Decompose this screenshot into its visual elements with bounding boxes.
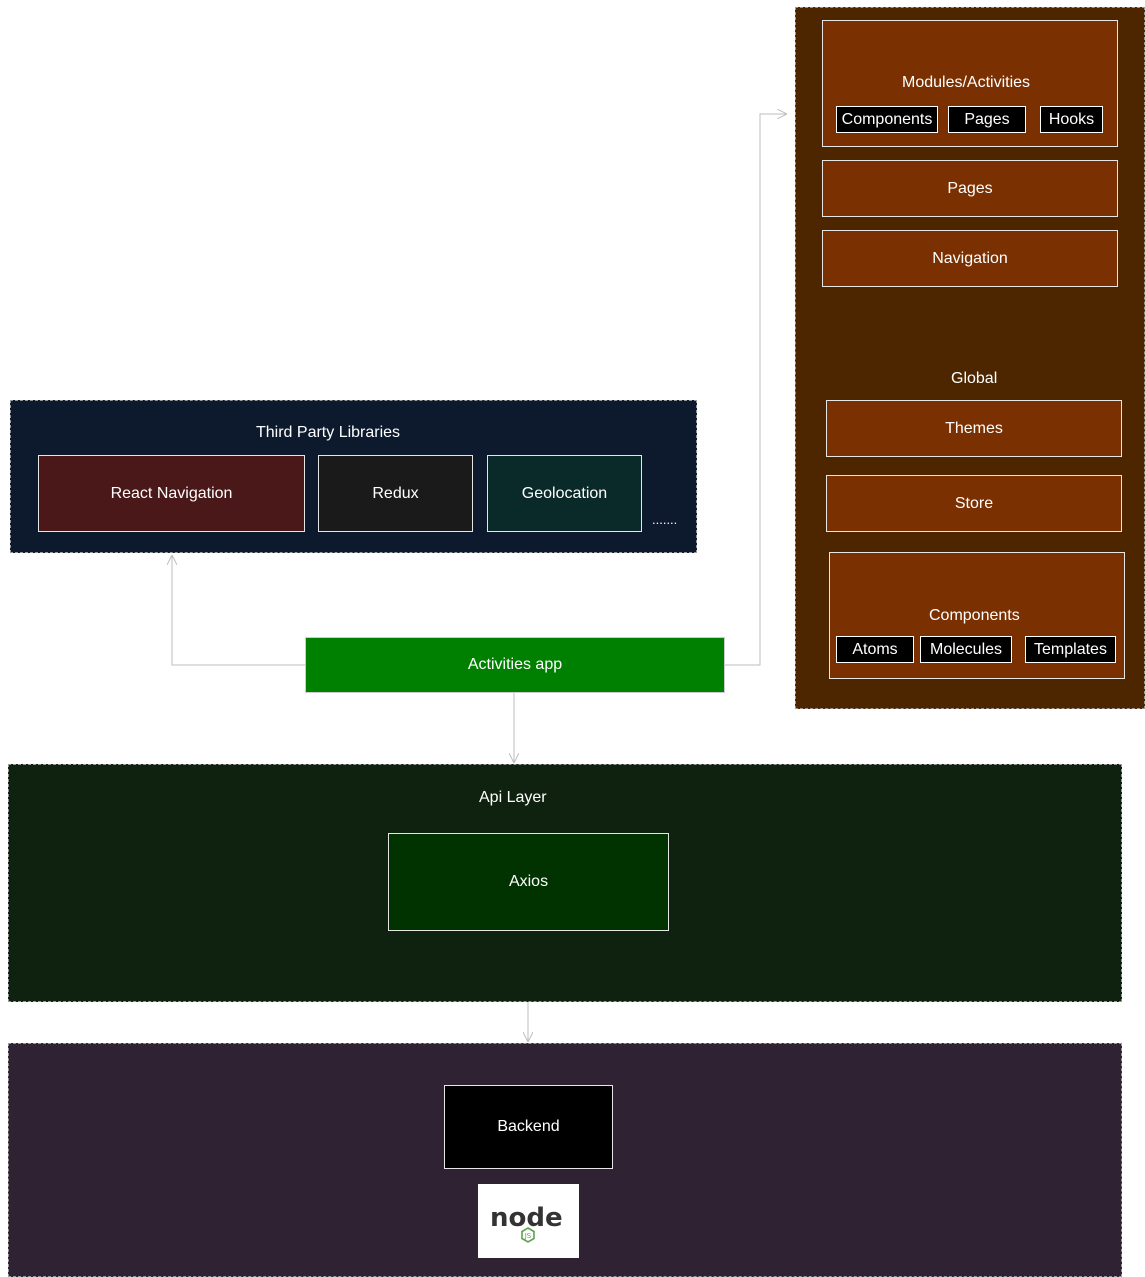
more-libraries-ellipsis: .......: [652, 512, 678, 527]
global-title: Global: [951, 370, 998, 387]
svg-text:JS: JS: [524, 1232, 532, 1240]
modules-components-chip[interactable]: Components: [836, 106, 938, 133]
geolocation-box[interactable]: Geolocation: [487, 455, 642, 532]
redux-box[interactable]: Redux: [318, 455, 473, 532]
modules-hooks-chip[interactable]: Hooks: [1040, 106, 1103, 133]
svg-text:node: node: [490, 1203, 563, 1233]
activities-app-box[interactable]: Activities app: [305, 637, 725, 693]
molecules-chip[interactable]: Molecules: [920, 636, 1012, 663]
axios-box[interactable]: Axios: [388, 833, 669, 931]
nodejs-logo-icon: node JS: [490, 1203, 563, 1243]
arrow-to-third-party: [172, 556, 305, 666]
modules-pages-chip[interactable]: Pages: [948, 106, 1026, 133]
third-party-title: Third Party Libraries: [256, 424, 401, 441]
react-navigation-box[interactable]: React Navigation: [38, 455, 305, 532]
global-components-title: Components: [929, 607, 1020, 624]
modules-activities-title: Modules/Activities: [902, 74, 1031, 91]
backend-box[interactable]: Backend: [444, 1085, 613, 1169]
arrow-to-right-panel: [725, 114, 786, 666]
themes-box[interactable]: Themes: [826, 400, 1122, 457]
atoms-chip[interactable]: Atoms: [836, 636, 914, 663]
navigation-box[interactable]: Navigation: [822, 230, 1118, 287]
templates-chip[interactable]: Templates: [1025, 636, 1116, 663]
api-layer-title: Api Layer: [479, 789, 547, 806]
pages-box[interactable]: Pages: [822, 160, 1118, 217]
nodejs-logo: node JS: [478, 1184, 579, 1258]
store-box[interactable]: Store: [826, 475, 1122, 532]
